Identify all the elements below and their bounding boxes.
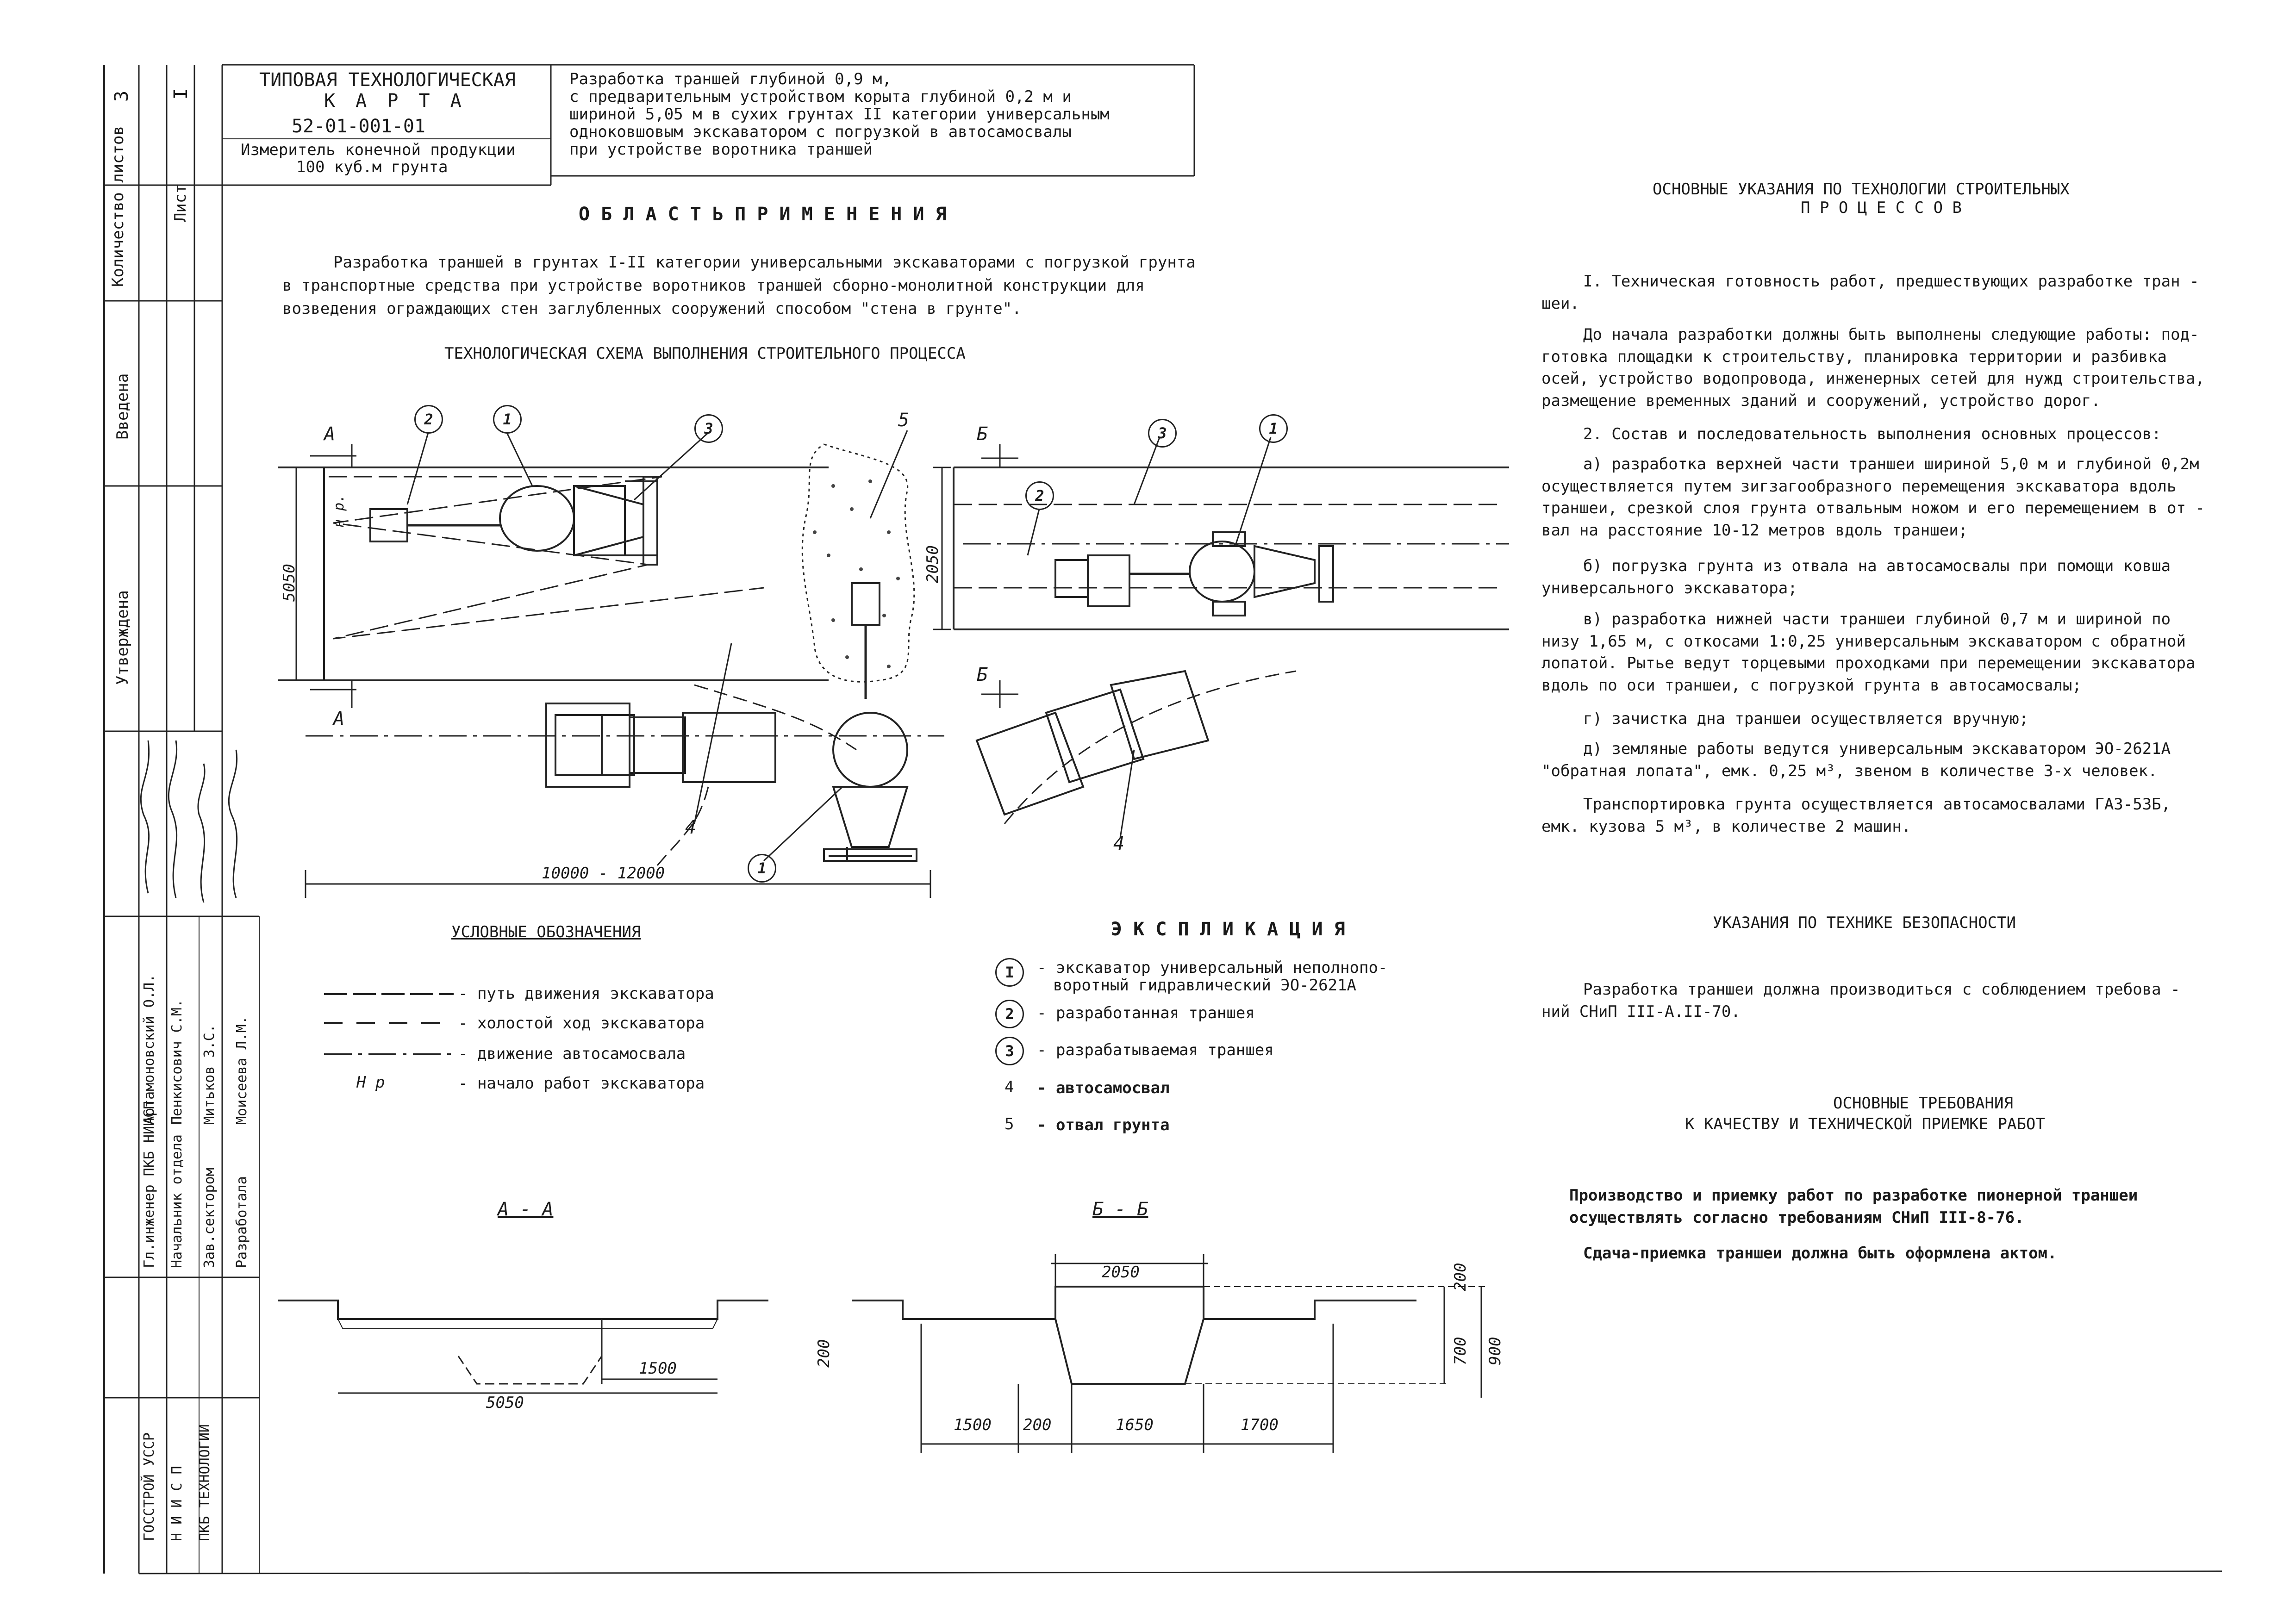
bb-dim-1700: 1700 bbox=[1241, 1416, 1279, 1434]
explication-num-5: 5 bbox=[1004, 1115, 1014, 1133]
marker-2-right: 2 bbox=[1025, 481, 1054, 510]
description-line-2: с предварительным устройством корыта глу… bbox=[569, 87, 1072, 106]
signature-1 bbox=[140, 740, 150, 894]
marker-3-right: 3 bbox=[1148, 419, 1177, 448]
guidance-heading-line2: П Р О Ц Е С С О В bbox=[1801, 199, 1962, 217]
guidance-p1: I. Техническая готовность работ, предшес… bbox=[1541, 272, 2199, 313]
signature-4 bbox=[228, 749, 238, 898]
legend-item-start: - начало работ экскаватора bbox=[458, 1074, 705, 1093]
explication-text-5: - отвал грунта bbox=[1037, 1116, 1170, 1134]
section-mark-b-top: Б bbox=[977, 423, 988, 445]
guidance-p5: б) погрузка грунта из отвала на автосамо… bbox=[1541, 557, 2171, 597]
safety-text: Разработка траншеи должна производиться … bbox=[1541, 980, 2180, 1021]
quality-heading-line1: ОСНОВНЫЕ ТРЕБОВАНИЯ bbox=[1833, 1094, 2013, 1113]
marker-1-bottom: 1 bbox=[748, 854, 776, 883]
description-line-4: одноковшовым экскаватором с погрузкой в … bbox=[569, 123, 1072, 141]
marker-5-label: 5 bbox=[898, 410, 910, 431]
guidance-p6: в) разработка нижней части траншеи глуби… bbox=[1541, 610, 2196, 695]
marker-2-left: 2 bbox=[414, 405, 443, 434]
guidance-p8: д) земляные работы ведутся универсальным… bbox=[1541, 740, 2171, 780]
scheme-title: ТЕХНОЛОГИЧЕСКАЯ СХЕМА ВЫПОЛНЕНИЯ СТРОИТЕ… bbox=[444, 344, 966, 363]
section-aa-title: А - А bbox=[498, 1199, 554, 1220]
explication-num-3: 3 bbox=[995, 1037, 1024, 1065]
marker-3-left: 3 bbox=[694, 414, 723, 443]
explication-heading: Э К С П Л И К А Ц И Я bbox=[1111, 919, 1345, 940]
guidance-p2: До начала разработки должны быть выполне… bbox=[1541, 325, 2205, 410]
legend-item-truck: - движение автосамосвала bbox=[458, 1045, 686, 1063]
application-text-line-2: в транспортные средства при устройстве в… bbox=[282, 276, 1145, 295]
explication-text-1a: - экскаватор универсальный неполнопо- bbox=[1037, 958, 1388, 977]
section-mark-a-bottom: А bbox=[333, 708, 345, 729]
aa-dim-5050: 5050 bbox=[486, 1394, 524, 1412]
marker-4-right-label: 4 bbox=[1113, 833, 1125, 854]
bb-dim-1500: 1500 bbox=[954, 1416, 992, 1434]
dim-length: 10000 - 12000 bbox=[542, 864, 665, 883]
guidance-p4: а) разработка верхней части траншеи шири… bbox=[1541, 455, 2205, 540]
bb-dim-2050: 2050 bbox=[1102, 1263, 1140, 1282]
marker-4-left-label: 4 bbox=[685, 817, 697, 838]
application-text-line-1: Разработка траншей в грунтах I-II катего… bbox=[333, 253, 1196, 272]
quality-p2: Сдача-приемка траншеи должна быть оформл… bbox=[1583, 1244, 2057, 1263]
explication-text-1b: воротный гидравлический ЭО-2621А bbox=[1053, 976, 1357, 995]
section-mark-a-top: А bbox=[324, 423, 336, 445]
description-line-5: при устройстве воротника траншей bbox=[569, 140, 873, 159]
marker-1-left: 1 bbox=[493, 405, 522, 434]
quality-heading-line2: К КАЧЕСТВУ И ТЕХНИЧЕСКОЙ ПРИЕМКЕ РАБОТ bbox=[1685, 1115, 2045, 1133]
signature-2 bbox=[168, 740, 178, 898]
description-line-1: Разработка траншей глубиной 0,9 м, bbox=[569, 70, 892, 88]
explication-num-4: 4 bbox=[1004, 1078, 1014, 1096]
explication-text-4: - автосамосвал bbox=[1037, 1079, 1170, 1097]
guidance-p9: Транспортировка грунта осуществляется ав… bbox=[1541, 795, 2171, 836]
quality-p1: Производство и приемку работ по разработ… bbox=[1569, 1186, 2138, 1227]
marker-1-right: 1 bbox=[1259, 414, 1288, 443]
doc-number: 52-01-001-01 bbox=[292, 116, 425, 137]
explication-num-2: 2 bbox=[995, 1000, 1024, 1028]
aa-dim-200: 200 bbox=[815, 1339, 833, 1368]
bb-dim-1650: 1650 bbox=[1116, 1416, 1154, 1434]
explication-text-2: - разработанная траншея bbox=[1037, 1004, 1255, 1022]
safety-heading: УКАЗАНИЯ ПО ТЕХНИКЕ БЕЗОПАСНОСТИ bbox=[1713, 914, 2016, 932]
doc-type-line2: К А Р Т А bbox=[324, 90, 466, 112]
guidance-p7: г) зачистка дна траншеи осуществляется в… bbox=[1583, 709, 2029, 728]
unit-line2: 100 куб.м грунта bbox=[296, 158, 448, 176]
application-text-line-3: возведения ограждающих стен заглубленных… bbox=[282, 299, 1022, 318]
bb-dim-900: 900 bbox=[1486, 1337, 1504, 1365]
explication-num-1: I bbox=[995, 958, 1024, 987]
explication-text-3: - разрабатываемая траншея bbox=[1037, 1041, 1274, 1059]
unit-line1: Измеритель конечной продукции bbox=[241, 141, 516, 159]
aa-dim-1500: 1500 bbox=[639, 1359, 677, 1378]
application-heading: О Б Л А С Т Ь П Р И М Е Н Е Н И Я bbox=[579, 204, 947, 225]
doc-type-line1: ТИПОВАЯ ТЕХНОЛОГИЧЕСКАЯ bbox=[259, 69, 516, 91]
legend-np-symbol: Н р bbox=[356, 1073, 385, 1092]
guidance-heading-line1: ОСНОВНЫЕ УКАЗАНИЯ ПО ТЕХНОЛОГИИ СТРОИТЕЛ… bbox=[1653, 180, 2070, 199]
legend-heading: УСЛОВНЫЕ ОБОЗНАЧЕНИЯ bbox=[451, 923, 641, 941]
legend-item-path: - путь движения экскаватора bbox=[458, 984, 714, 1003]
bb-dim-200: 200 bbox=[1023, 1416, 1052, 1434]
bb-dim-700: 700 bbox=[1451, 1337, 1470, 1365]
section-bb-title: Б - Б bbox=[1092, 1199, 1148, 1220]
guidance-p3: 2. Состав и последовательность выполнени… bbox=[1583, 425, 2161, 443]
section-mark-b-bottom: Б bbox=[977, 664, 988, 685]
legend-item-idle: - холостой ход экскаватора bbox=[458, 1014, 705, 1033]
bb-dim-200-top: 200 bbox=[1451, 1263, 1470, 1291]
signature-3 bbox=[197, 763, 206, 903]
description-line-3: шириной 5,05 м в сухих грунтах II катего… bbox=[569, 105, 1110, 124]
